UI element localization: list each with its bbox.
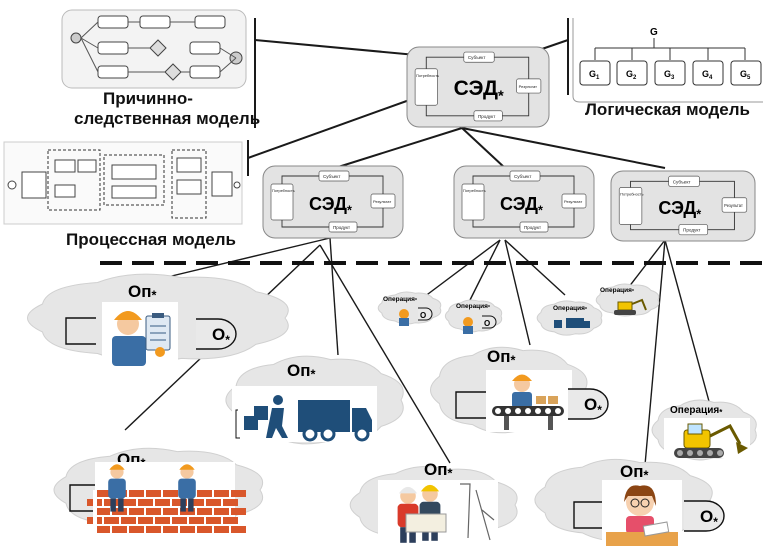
sed-product-label: Продукт (333, 225, 350, 230)
operation-label: Операция* (383, 296, 417, 304)
office-woman-icon (602, 480, 682, 546)
logical-model-label: Логическая модель (585, 100, 750, 119)
sed-subject-label: Субъект (468, 55, 486, 60)
sed-title: СЭД* (658, 198, 701, 222)
excavator-icon (664, 418, 750, 458)
operation-label: Операция* (553, 305, 587, 313)
sed-subject-label: Субъект (514, 174, 531, 179)
sed-product-label: Продукт (478, 114, 495, 119)
sed-need-label: Потребность (620, 192, 643, 197)
op-label: Оп* (424, 460, 453, 481)
o-label: О (420, 311, 426, 320)
causal-model-thumbnail (61, 9, 247, 89)
sed-title: СЭД* (500, 194, 543, 218)
process-model-label: Процессная модель (66, 230, 236, 249)
operation-cloud: Оп* (651, 399, 757, 461)
small-operation-bubble: Операция* (595, 283, 660, 317)
operation-connector-lines (124, 237, 711, 466)
op-label: Оп* (620, 462, 649, 483)
sed-product-label: Продукт (683, 228, 701, 233)
small-operation-bubble: Операция* (536, 300, 603, 336)
o-label: О (484, 319, 490, 328)
operation-label: Операция* (456, 303, 490, 311)
logical-leaf-label: G3 (664, 69, 675, 81)
sed-subject-label: Субъект (323, 174, 340, 179)
operation-cloud: Оп*О* (534, 458, 725, 546)
logical-leaf-label: G1 (589, 69, 600, 81)
operation-cloud: Оп* (225, 355, 404, 445)
sed-frame (453, 165, 595, 239)
operation-cloud: Оп*О* (430, 346, 609, 434)
sed-result-label: Результат (564, 199, 582, 204)
conveyor-worker-icon (486, 370, 572, 432)
logical-model-thumbnail (572, 18, 763, 103)
sed-frame (406, 46, 550, 128)
small-operation-bubble: Операция* О (444, 299, 503, 334)
small-operation-bubble: Операция*О (377, 291, 442, 326)
logical-leaf-labels: G1 G2 G3 G4 G5 (589, 69, 751, 81)
op-label: Оп* (287, 361, 316, 382)
sed-blocks: СубъектПотребностьРезультатПродуктСЭД*Су… (262, 46, 756, 242)
sed-product-label: Продукт (524, 225, 541, 230)
sed-title: СЭД* (454, 77, 504, 104)
logical-leaf-label: G4 (702, 69, 713, 81)
worker-with-clipboard-icon (102, 302, 178, 368)
causal-model-label-1: Причинно- (103, 89, 193, 108)
sed-result-label: Результат (519, 84, 538, 89)
sed-frame (610, 170, 756, 242)
operation-label: Операция* (670, 405, 723, 417)
sed-result-label: Результат (724, 203, 743, 208)
sed-frame (262, 165, 404, 239)
operation-cloud: Оп*О* (27, 273, 289, 368)
op-label: Оп* (128, 282, 157, 303)
logical-leaf-label: G2 (626, 69, 637, 81)
operation-clouds: Оп*О*Оп*Оп*О*Оп*Оп*Оп*О*Оп*Операция* (27, 273, 757, 546)
operation-cloud: Оп* (349, 460, 518, 546)
engineers-with-plan-icon (378, 480, 498, 546)
loader-with-truck-icon (232, 386, 377, 442)
logical-root-label: G (650, 27, 658, 38)
sed-title: СЭД* (309, 194, 352, 218)
op-label: Оп* (487, 347, 516, 368)
sed-result-label: Результат (373, 199, 391, 204)
logical-leaf-label: G5 (740, 69, 751, 81)
operation-label: Операция* (600, 287, 634, 295)
process-model-thumbnail (3, 141, 243, 225)
causal-model-label-2: следственная модель (74, 109, 260, 128)
sed-need-label: Потребность (463, 189, 486, 193)
sed-subject-label: Субъект (673, 179, 692, 184)
operation-cloud: Оп* (53, 447, 264, 538)
builders-brick-wall-icon (87, 462, 246, 538)
sed-need-label: Потребность (416, 74, 439, 78)
sed-need-label: Потребность (272, 189, 295, 193)
